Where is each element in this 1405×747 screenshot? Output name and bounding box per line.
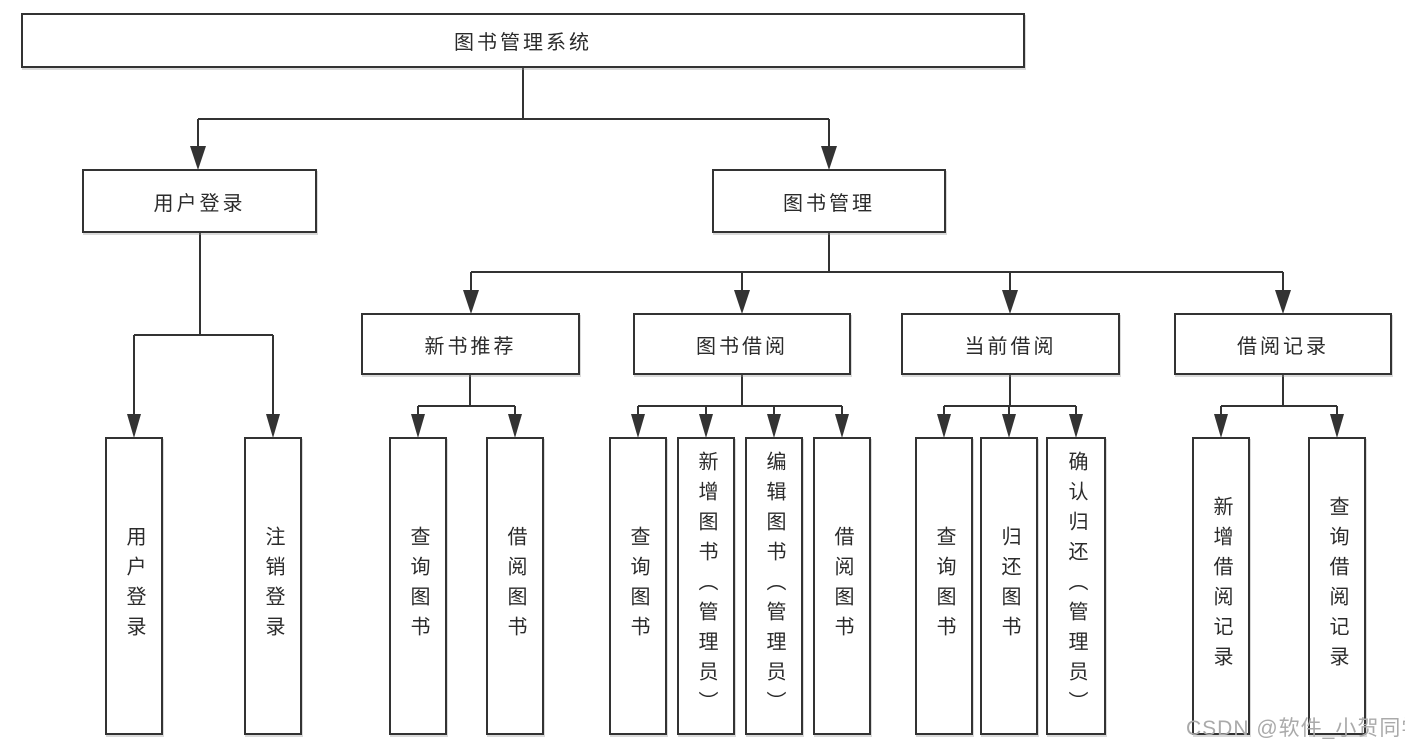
leaf-query-books-borrow-label: 查询图书 (627, 526, 649, 646)
arrowheads (127, 146, 1344, 438)
node-new-book-recommend-label: 新书推荐 (424, 335, 517, 358)
leaf-logout: 注销登录 (244, 437, 302, 735)
node-current-borrow-label: 当前借阅 (964, 335, 1057, 358)
csdn-watermark: CSDN @软件_小贺同学 (1186, 717, 1405, 740)
leaf-logout-label: 注销登录 (262, 526, 284, 646)
leaf-add-borrow-record-label: 新增借阅记录 (1210, 496, 1232, 676)
leaf-borrow-books-label: 借阅图书 (831, 526, 853, 646)
leaf-query-books-current: 查询图书 (915, 437, 973, 735)
leaf-query-books-borrow: 查询图书 (609, 437, 667, 735)
leaf-query-books-current-label: 查询图书 (933, 526, 955, 646)
leaf-borrow-books-recommend: 借阅图书 (486, 437, 544, 735)
node-root-label: 图书管理系统 (454, 32, 592, 54)
leaf-user-login: 用户登录 (105, 437, 163, 735)
node-book-borrow-label: 图书借阅 (696, 335, 788, 358)
leaf-query-books-recommend: 查询图书 (389, 437, 447, 735)
leaf-query-books-recommend-label: 查询图书 (407, 526, 429, 646)
leaf-borrow-books-recommend-label: 借阅图书 (504, 526, 526, 646)
leaf-confirm-return-admin: 确认归还（管理员） (1046, 437, 1106, 735)
leaf-return-books-label: 归还图书 (998, 526, 1020, 646)
leaf-add-books-admin-label: 新增图书（管理员） (695, 451, 717, 721)
node-root: 图书管理系统 (21, 13, 1025, 68)
node-new-book-recommend: 新书推荐 (361, 313, 580, 375)
node-current-borrow: 当前借阅 (901, 313, 1120, 375)
leaf-add-books-admin: 新增图书（管理员） (677, 437, 735, 735)
leaf-return-books: 归还图书 (980, 437, 1038, 735)
node-book-management-label: 图书管理 (783, 192, 875, 215)
node-book-borrow: 图书借阅 (633, 313, 851, 375)
leaf-edit-books-admin-label: 编辑图书（管理员） (763, 451, 785, 721)
leaf-edit-books-admin: 编辑图书（管理员） (745, 437, 803, 735)
node-user-login-label: 用户登录 (153, 192, 246, 215)
node-user-login: 用户登录 (82, 169, 317, 233)
node-borrow-record: 借阅记录 (1174, 313, 1392, 375)
leaf-query-borrow-record: 查询借阅记录 (1308, 437, 1366, 735)
node-borrow-record-label: 借阅记录 (1237, 335, 1329, 358)
leaf-user-login-label: 用户登录 (123, 526, 145, 646)
leaf-query-borrow-record-label: 查询借阅记录 (1326, 496, 1348, 676)
leaf-confirm-return-admin-label: 确认归还（管理员） (1065, 451, 1087, 721)
leaf-add-borrow-record: 新增借阅记录 (1192, 437, 1250, 735)
node-book-management: 图书管理 (712, 169, 946, 233)
leaf-borrow-books: 借阅图书 (813, 437, 871, 735)
